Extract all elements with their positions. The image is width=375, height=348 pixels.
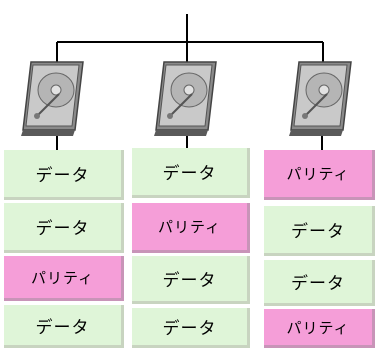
data-block: データ: [4, 150, 124, 200]
data-block: データ: [132, 256, 250, 304]
data-block: データ: [4, 203, 124, 253]
parity-block: パリティ: [264, 309, 375, 348]
data-block: データ: [264, 260, 375, 306]
data-block: データ: [264, 206, 375, 256]
parity-block: パリティ: [132, 203, 250, 253]
parity-block: パリティ: [4, 256, 124, 301]
hard-disk-icon: [289, 61, 352, 136]
data-block: データ: [132, 308, 250, 348]
parity-block: パリティ: [264, 150, 375, 200]
hard-disk-icon: [154, 61, 217, 136]
hard-disk-icon: [21, 61, 84, 136]
data-block: データ: [132, 148, 250, 198]
data-block: データ: [4, 305, 124, 348]
